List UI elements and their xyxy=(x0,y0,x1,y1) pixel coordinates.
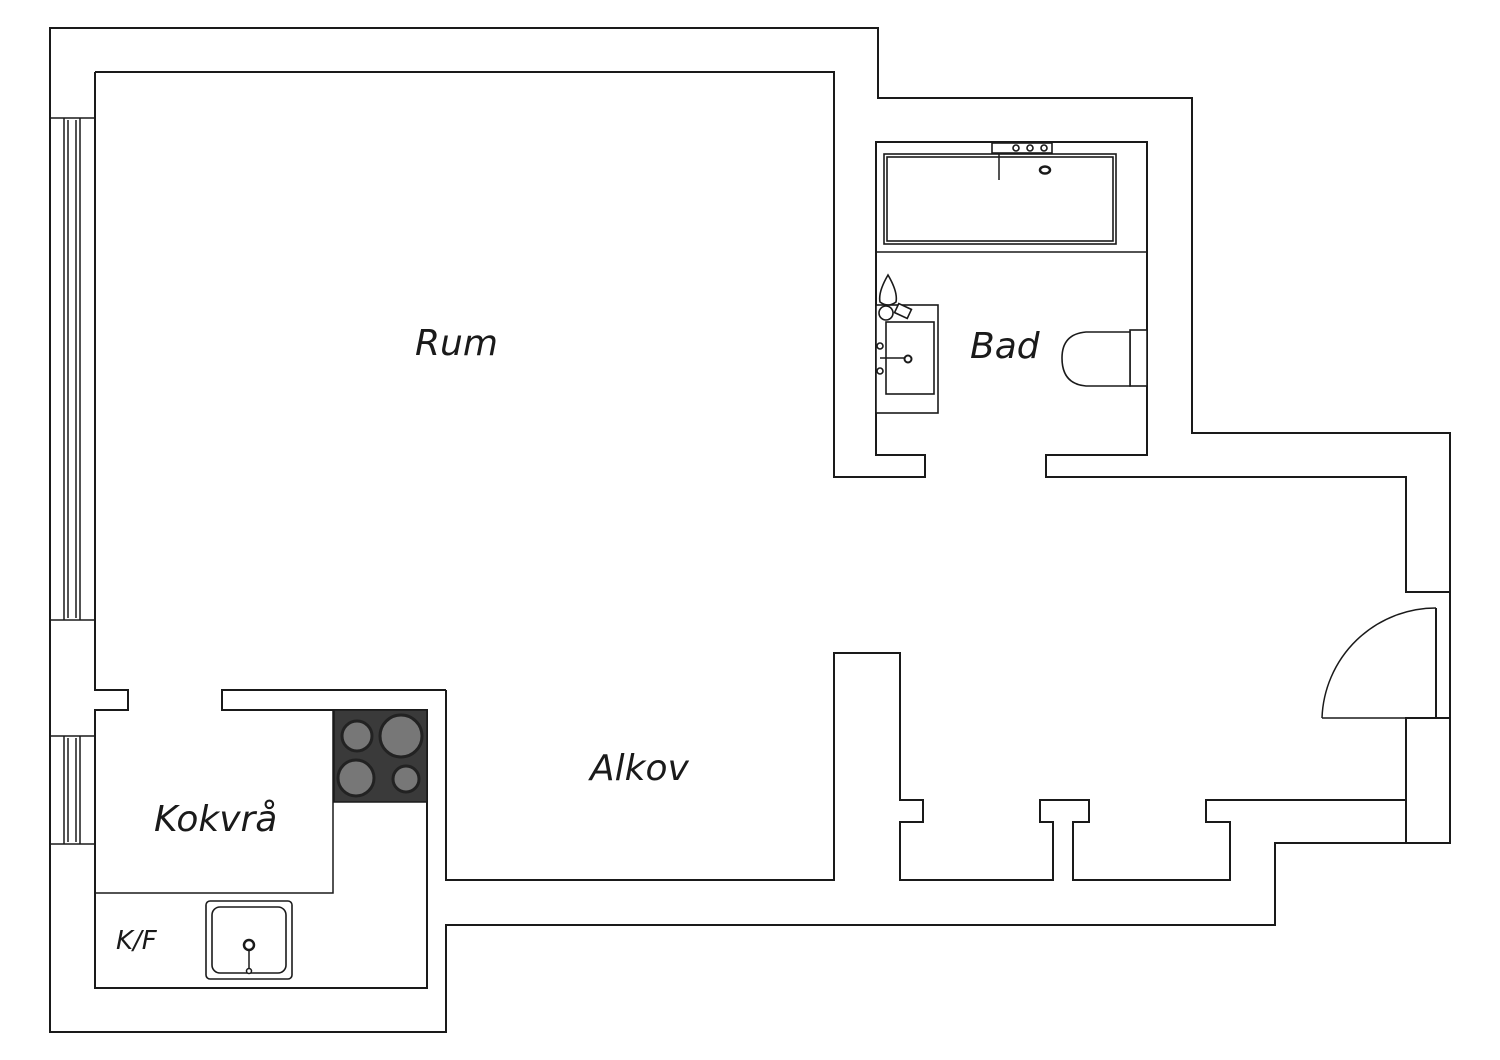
kitchen-sink-icon xyxy=(205,900,293,980)
rum-inner-wall xyxy=(95,71,1450,593)
entrance-door-icon[interactable] xyxy=(1321,607,1450,719)
outer-wall xyxy=(49,27,1451,1033)
kitchen-counter xyxy=(95,710,334,894)
alkov-wall xyxy=(445,652,1407,881)
room-label-bad: Bad xyxy=(970,326,1041,367)
bathtub-icon xyxy=(883,142,1117,245)
rum-left-wall xyxy=(94,72,446,989)
stove-icon xyxy=(333,709,428,803)
window-kokvra xyxy=(49,735,96,845)
bathroom-sink-icon xyxy=(875,273,939,414)
hall-inner-wall xyxy=(1405,717,1450,843)
room-label-rum: Rum xyxy=(415,323,498,364)
room-label-alkov: Alkov xyxy=(588,748,690,789)
label-kf: K/F xyxy=(116,926,158,956)
toilet-icon xyxy=(1061,329,1148,387)
room-label-kokvra: Kokvrå xyxy=(154,799,277,840)
window-rum xyxy=(49,117,96,621)
